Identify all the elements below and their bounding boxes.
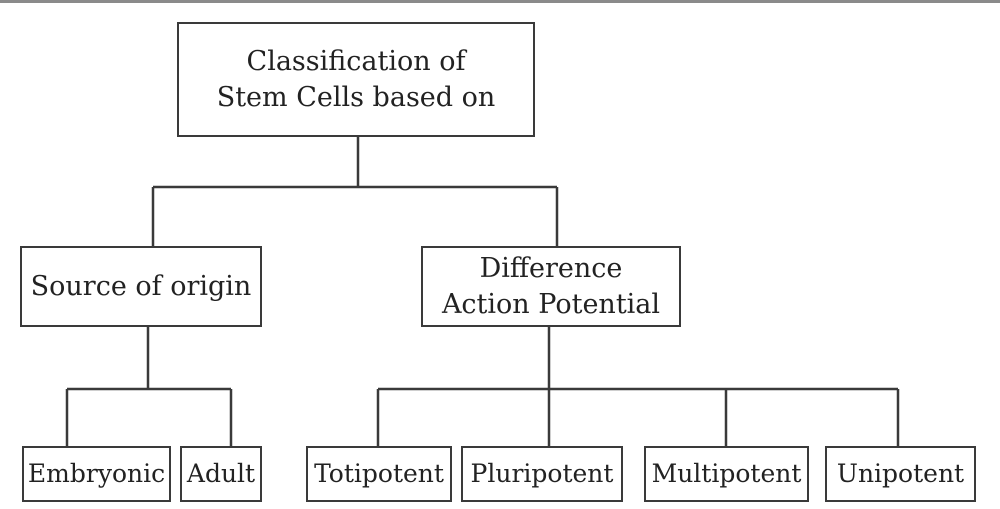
node-pluripotent: Pluripotent [461,446,623,502]
node-totipotent: Totipotent [306,446,452,502]
node-totipotent-label: Totipotent [314,458,444,488]
node-source-of-origin-label: Source of origin [30,270,252,302]
node-unipotent: Unipotent [825,446,976,502]
node-unipotent-label: Unipotent [836,458,965,488]
node-source-of-origin: Source of origin [20,246,262,327]
node-difference-action-potential-label: Difference Action Potential [441,253,661,320]
node-embryonic-label: Embryonic [27,458,166,488]
node-difference-action-potential: Difference Action Potential [421,246,681,327]
node-root-label: Classification of Stem Cells based on [216,46,496,113]
node-adult-label: Adult [186,458,256,488]
top-border-line [0,0,1000,3]
node-pluripotent-label: Pluripotent [470,458,614,488]
node-multipotent-label: Multipotent [651,458,802,488]
node-embryonic: Embryonic [22,446,171,502]
node-multipotent: Multipotent [644,446,809,502]
node-root: Classification of Stem Cells based on [177,22,535,137]
node-adult: Adult [180,446,262,502]
